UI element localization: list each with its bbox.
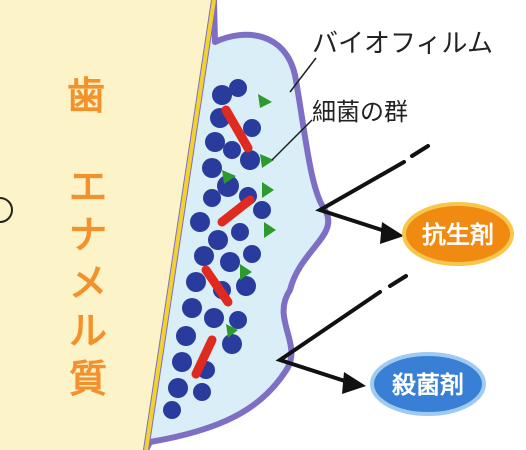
edge-marker xyxy=(0,197,13,223)
rod-bacterium xyxy=(217,195,255,227)
coccus xyxy=(222,334,242,354)
biofilm-label: バイオフィルム xyxy=(312,29,493,59)
coccus xyxy=(205,132,225,152)
coccus xyxy=(240,150,260,170)
bacteria-callout-line xyxy=(271,119,313,161)
triangle-marker xyxy=(264,222,276,238)
tooth-label-char: エ xyxy=(69,165,107,209)
triangle-marker xyxy=(240,264,252,280)
triangle-marker xyxy=(226,324,238,338)
triangle-marker xyxy=(222,170,236,184)
coccus xyxy=(182,298,202,318)
tooth-label-char: 質 xyxy=(69,357,107,401)
antibiotic-label: 抗生剤 xyxy=(422,221,494,249)
coccus xyxy=(176,326,196,346)
tooth-label: 歯 エ ナ メ ル 質 xyxy=(67,74,107,401)
antibiotic-badge xyxy=(402,202,514,266)
antibiotic-arrow xyxy=(315,144,430,234)
rod-bacterium xyxy=(191,335,217,379)
disinfectant-label: 殺菌剤 xyxy=(392,371,464,399)
disinfectant-arrowhead xyxy=(342,372,366,394)
coccus xyxy=(229,79,247,97)
bacteria-group-label: 細菌の群 xyxy=(312,98,408,126)
bacteria-cluster xyxy=(163,79,271,419)
coccus xyxy=(168,378,188,398)
coccus xyxy=(204,308,224,328)
coccus xyxy=(229,311,247,329)
disinfectant-badge xyxy=(370,352,486,416)
coccus xyxy=(193,383,211,401)
tooth-label-char: 歯 xyxy=(67,74,105,118)
coccus xyxy=(203,189,221,207)
coccus xyxy=(190,212,210,232)
coccus xyxy=(186,272,206,292)
coccus xyxy=(223,141,241,159)
coccus xyxy=(172,352,192,372)
coccus xyxy=(163,401,181,419)
rod-bacterium xyxy=(221,105,253,153)
triangle-marker xyxy=(258,94,272,108)
enamel-edge-overlay xyxy=(144,0,216,450)
coccus xyxy=(202,158,222,178)
coccus xyxy=(208,230,228,250)
coccus xyxy=(236,276,256,296)
triangle-marker xyxy=(262,182,274,198)
antibiotic-arrowhead xyxy=(380,222,404,244)
disinfectant-arrow xyxy=(275,274,408,384)
rod-bacterium xyxy=(201,265,233,307)
tooth-label-char: ル xyxy=(69,309,107,353)
coccus xyxy=(194,246,214,266)
coccus xyxy=(253,201,271,219)
coccus xyxy=(217,175,239,197)
coccus xyxy=(231,223,249,241)
triangle-markers xyxy=(222,94,276,338)
coccus xyxy=(243,119,261,137)
coccus xyxy=(243,245,261,263)
rod-bacteria xyxy=(191,105,255,379)
triangle-marker xyxy=(260,154,274,168)
coccus xyxy=(220,252,240,272)
biofilm-callout-line xyxy=(289,57,317,93)
tooth-label-char: メ xyxy=(69,261,107,305)
tooth-label-char: ナ xyxy=(69,213,107,257)
coccus xyxy=(212,85,232,105)
